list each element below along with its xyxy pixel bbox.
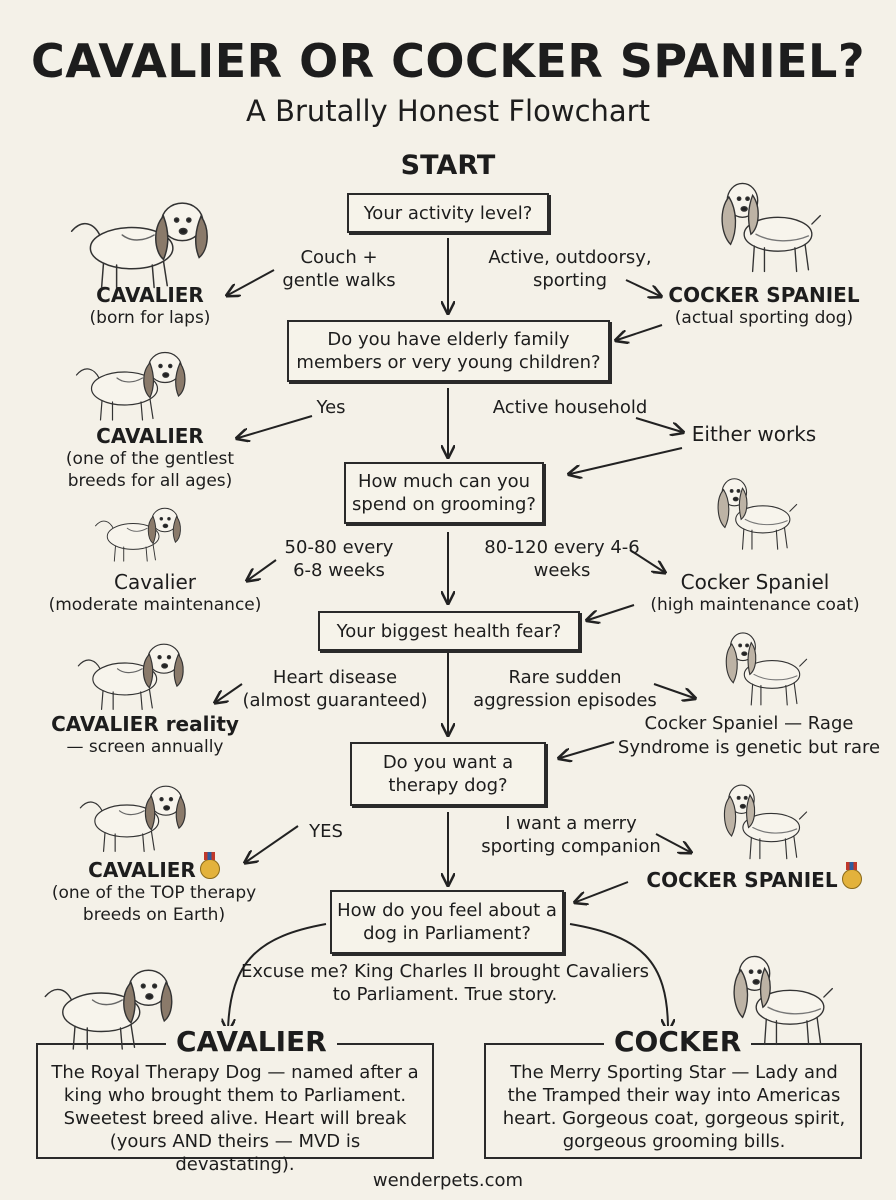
cocker-spaniel-dog-icon [733, 955, 833, 1046]
result-desc: (moderate maintenance) [48, 595, 262, 615]
arrow-final-left [228, 923, 327, 1030]
final-desc: The Merry Sporting Star — Lady and the T… [502, 1062, 846, 1152]
arrow-q2-from-right [617, 324, 663, 340]
cavalier-dog-icon [44, 969, 173, 1050]
question-health: Your biggest health fear? [318, 611, 580, 651]
result-name: Cocker Spaniel [680, 570, 830, 594]
arrow-q3-left [248, 559, 277, 580]
arrow-q2-left [238, 415, 313, 438]
result-name: Either works [691, 422, 817, 446]
branch-q3-right: 80-120 every 4-6 weeks [484, 537, 640, 581]
result-q4-right: Cocker Spaniel — Rage Syndrome is geneti… [616, 712, 882, 760]
branch-q4-right: Rare sudden aggression episodes [473, 667, 657, 711]
result-q3-right: Cocker Spaniel (high maintenance coat) [640, 570, 870, 616]
question-text: How do you feel about a dog in Parliamen… [337, 900, 557, 944]
result-desc: (one of the gentlest breeds for all ages… [65, 449, 235, 491]
result-name: CAVALIER reality [51, 712, 239, 736]
result-desc: (born for laps) [89, 308, 211, 328]
result-name: CAVALIER [88, 858, 196, 882]
cavalier-dog-icon [79, 785, 186, 852]
branch-q5-right: I want a merry sporting companion [481, 813, 661, 857]
arrow-q5-from-right [560, 741, 615, 758]
medal-icon [841, 862, 862, 889]
cavalier-dog-icon [70, 202, 208, 289]
final-cocker-box: COCKER The Merry Sporting Star — Lady an… [484, 1026, 862, 1159]
arrow-q4-from-right [588, 604, 635, 620]
arrow-q4-left [216, 683, 243, 702]
arrow-q2-right [635, 417, 682, 432]
branch-q2-left: Yes [316, 397, 346, 418]
arrow-q3-from-right [570, 447, 683, 474]
result-q5-left: CAVALIER (one of the TOP therapy breeds … [44, 852, 264, 926]
branch-q1-right: Active, outdoorsy, sporting [488, 247, 652, 291]
result-name: COCKER SPANIEL [668, 283, 860, 307]
final-title: CAVALIER [166, 1026, 337, 1058]
cocker-spaniel-dog-icon [717, 478, 798, 550]
question-family: Do you have elderly family members or ve… [287, 320, 610, 382]
arrow-q5-left [246, 825, 299, 862]
cavalier-dog-icon [75, 351, 186, 421]
branch-q4-left: Heart disease (almost guaranteed) [242, 667, 428, 711]
question-parliament: How do you feel about a dog in Parliamen… [330, 890, 564, 954]
footer-site: wenderpets.com [372, 1170, 524, 1191]
arrow-q1-right [625, 279, 660, 296]
result-name: CAVALIER [96, 424, 204, 448]
question-text: Do you want a therapy dog? [382, 752, 514, 796]
question-text: Do you have elderly family members or ve… [296, 329, 601, 373]
result-desc: (high maintenance coat) [650, 595, 860, 615]
arrow-q1-left [228, 269, 275, 295]
cavalier-dog-icon [95, 507, 181, 562]
result-desc: — screen annually [66, 737, 224, 757]
cavalier-dog-icon [77, 643, 184, 710]
question-activity-level: Your activity level? [347, 193, 549, 233]
arrow-q3-right [629, 549, 664, 572]
result-desc: (actual sporting dog) [674, 308, 854, 328]
page-subtitle: A Brutally Honest Flowchart [246, 94, 650, 128]
result-name: COCKER SPANIEL [646, 868, 838, 892]
final-cavalier-box: CAVALIER The Royal Therapy Dog — named a… [36, 1026, 434, 1175]
final-desc: The Royal Therapy Dog — named after a ki… [51, 1062, 419, 1175]
result-q5-right: COCKER SPANIEL [634, 862, 874, 892]
result-name: Cavalier [114, 570, 196, 594]
final-title: COCKER [604, 1026, 752, 1058]
result-q3-left: Cavalier (moderate maintenance) [40, 570, 270, 616]
question-grooming: How much can you spend on grooming? [344, 462, 544, 524]
result-q4-left: CAVALIER reality — screen annually [50, 712, 240, 758]
branch-q5-left: YES [309, 821, 343, 842]
cocker-spaniel-dog-icon [725, 632, 808, 706]
cocker-spaniel-dog-icon [723, 784, 808, 860]
branch-q6-note: Excuse me? King Charles II brought Caval… [241, 961, 649, 1005]
arrow-q4-right [653, 683, 694, 698]
arrow-q5-right [655, 833, 690, 852]
medal-icon [199, 852, 220, 879]
branch-q1-left: Couch + gentle walks [282, 247, 396, 291]
cocker-spaniel-dog-icon [721, 182, 821, 273]
result-name: CAVALIER [96, 283, 204, 307]
question-text: Your activity level? [363, 202, 533, 224]
branch-q3-left: 50-80 every 6-8 weeks [284, 537, 394, 581]
question-text: Your biggest health fear? [336, 620, 562, 642]
result-desc: (one of the TOP therapy breeds on Earth) [51, 883, 257, 925]
arrow-final-right [569, 923, 668, 1030]
start-label: START [400, 150, 496, 181]
question-text: How much can you spend on grooming? [352, 471, 536, 515]
arrow-q6-from-right [576, 881, 629, 902]
question-therapy: Do you want a therapy dog? [350, 742, 546, 806]
result-name: Cocker Spaniel — Rage Syndrome is geneti… [617, 713, 881, 758]
result-q1-left: CAVALIER (born for laps) [60, 283, 240, 329]
page-title: CAVALIER OR COCKER SPANIEL? [30, 34, 866, 88]
result-q2-right: Either works [684, 422, 824, 446]
result-q1-right: COCKER SPANIEL (actual sporting dog) [664, 283, 864, 329]
branch-q2-right: Active household [492, 397, 648, 418]
result-q2-left: CAVALIER (one of the gentlest breeds for… [50, 424, 250, 492]
